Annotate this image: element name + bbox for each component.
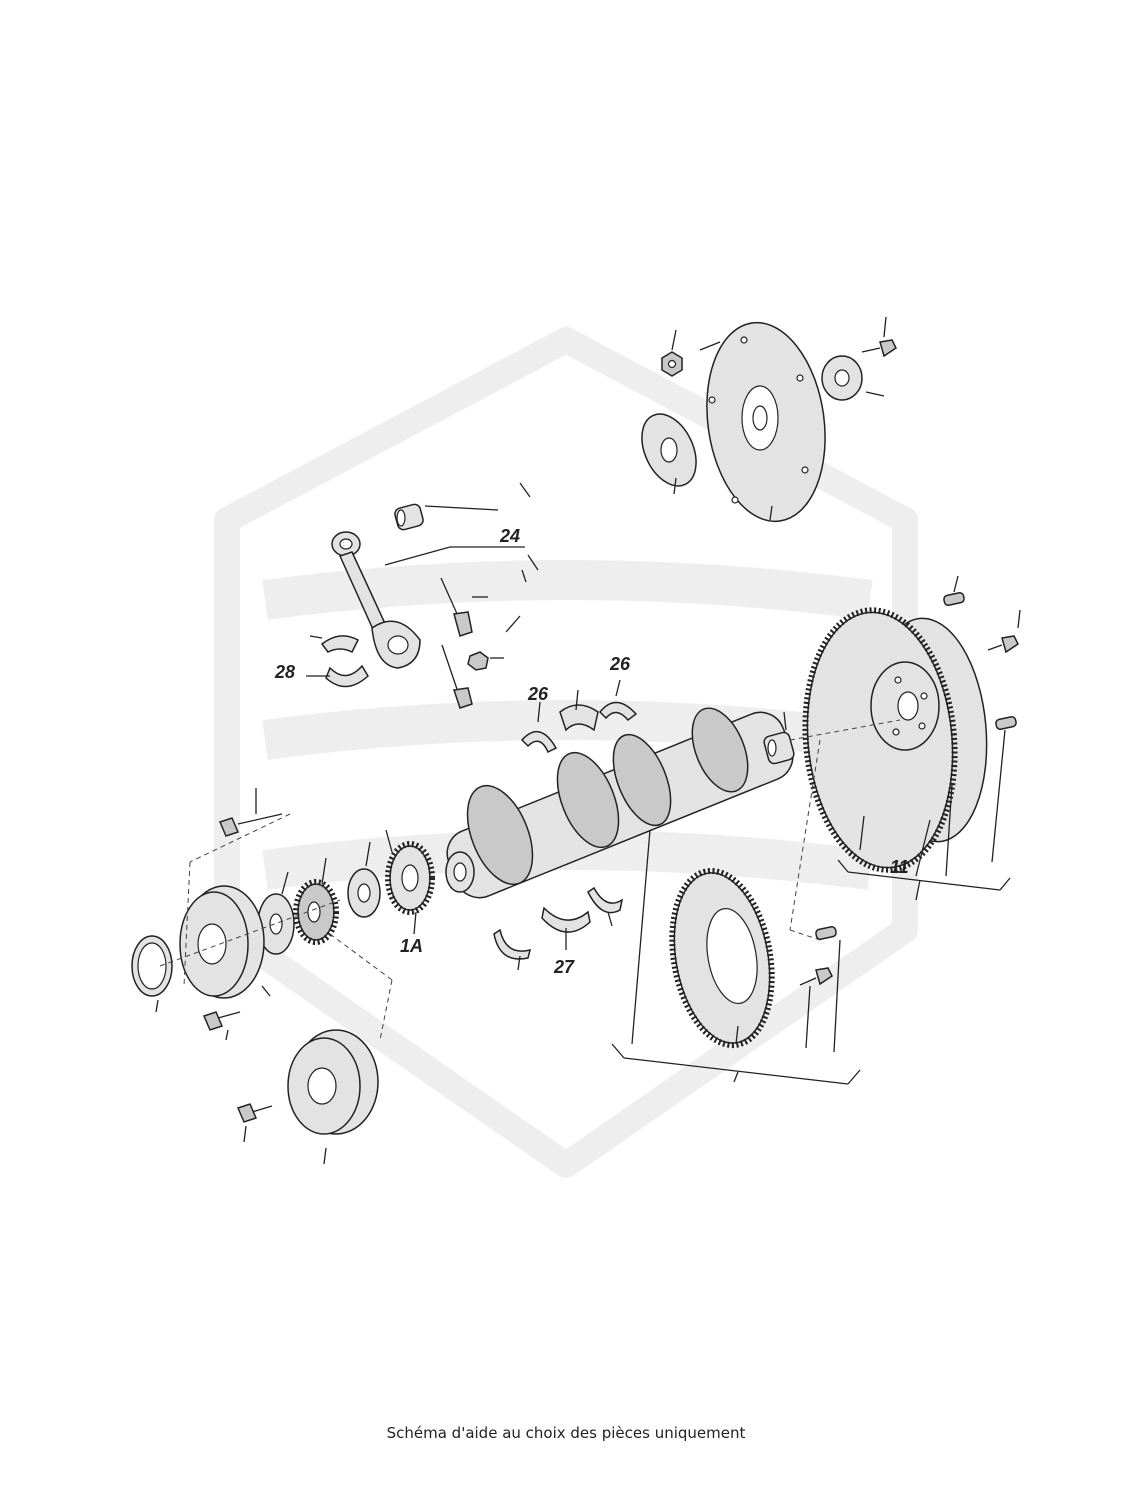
main-bearing-lower[interactable]	[541, 906, 591, 933]
connecting-rod[interactable]	[331, 531, 421, 669]
thrust-washer-lower-right[interactable]	[587, 886, 624, 914]
ring-gear-plate[interactable]	[659, 863, 784, 1053]
small-end-bushing[interactable]	[394, 503, 425, 531]
ring-gear-bolt[interactable]	[799, 967, 833, 986]
crankshaft[interactable]	[440, 700, 800, 905]
flywheel-bolt[interactable]	[987, 635, 1019, 654]
pulley-bolt-long[interactable]	[218, 813, 283, 837]
pilot-bearing[interactable]	[763, 731, 795, 765]
callout-11: 11	[890, 857, 909, 877]
flex-plate-bolt[interactable]	[861, 339, 897, 358]
diagram-caption: Schéma d'aide au choix des pièces unique…	[386, 1424, 746, 1442]
flex-plate-nut[interactable]	[661, 351, 683, 377]
main-bearing-upper[interactable]	[559, 704, 599, 732]
thrust-washer-upper-right[interactable]	[598, 701, 638, 722]
flywheel-dowel-bottom[interactable]	[995, 716, 1017, 730]
thrust-washer-lower-left[interactable]	[493, 928, 532, 960]
dual-mass-flywheel[interactable]	[795, 604, 996, 876]
spacer-washer[interactable]	[347, 868, 381, 918]
alternate-pulley[interactable]	[287, 1029, 379, 1135]
callout-27: 27	[553, 957, 575, 977]
thrust-washer-upper-left[interactable]	[520, 731, 558, 754]
flywheel-dowel-top[interactable]	[943, 592, 965, 606]
crankshaft-sprocket[interactable]	[385, 841, 435, 915]
timing-belt-gear[interactable]	[293, 879, 339, 945]
callout-1a: 1A	[400, 936, 423, 956]
callout-26-left: 26	[527, 684, 549, 704]
flex-plate-washer-right[interactable]	[821, 355, 863, 401]
flex-plate-washer-left[interactable]	[631, 405, 707, 494]
callout-24: 24	[499, 526, 520, 546]
rod-nut[interactable]	[467, 651, 489, 671]
crankshaft-pulley[interactable]	[179, 885, 265, 999]
pulley-bolt-short[interactable]	[202, 1011, 241, 1031]
callout-26-right: 26	[609, 654, 631, 674]
rod-bolt-lower[interactable]	[441, 644, 473, 709]
alternate-pulley-bolt[interactable]	[236, 1103, 273, 1123]
callout-28: 28	[274, 662, 295, 682]
rod-bolt-upper[interactable]	[440, 577, 473, 637]
front-oil-seal[interactable]	[131, 935, 173, 997]
rod-bearing-shells[interactable]	[320, 635, 369, 688]
ring-gear-dowel[interactable]	[815, 926, 837, 940]
flex-plate[interactable]	[695, 315, 838, 529]
